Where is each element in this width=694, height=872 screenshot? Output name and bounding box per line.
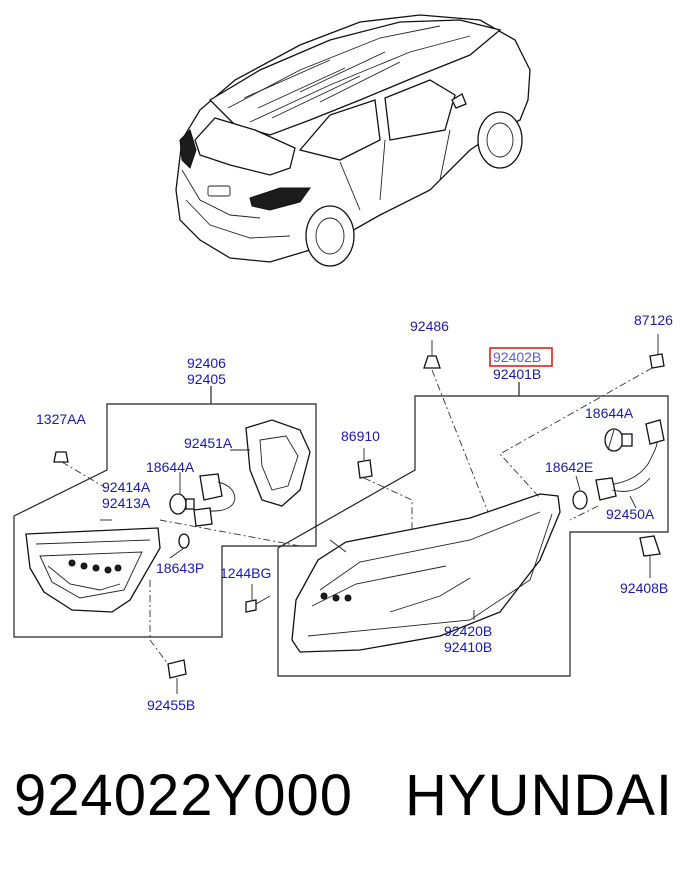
label-92414A[interactable]: 92414A <box>102 479 151 495</box>
brand-caption: HYUNDAI <box>405 763 674 828</box>
label-18644A-right[interactable]: 18644A <box>585 405 634 421</box>
label-18642E[interactable]: 18642E <box>545 459 593 475</box>
label-87126[interactable]: 87126 <box>634 312 673 328</box>
label-92406[interactable]: 92406 <box>187 355 226 371</box>
inner-lamp-group <box>13 386 317 694</box>
vehicle-illustration <box>175 14 531 267</box>
caption-bar: 924022Y000 HYUNDAI <box>14 762 673 829</box>
label-92410B[interactable]: 92410B <box>444 639 492 655</box>
label-86910[interactable]: 86910 <box>341 428 380 444</box>
label-92402B[interactable]: 92402B <box>493 349 541 365</box>
label-92486[interactable]: 92486 <box>410 318 449 334</box>
outer-lamp-led-strip <box>320 592 352 602</box>
outer-lamp-group <box>277 334 669 677</box>
label-92455B[interactable]: 92455B <box>147 697 195 713</box>
label-92413A[interactable]: 92413A <box>102 495 151 511</box>
label-92451A[interactable]: 92451A <box>184 435 233 451</box>
label-18643P[interactable]: 18643P <box>156 560 204 576</box>
inner-lamp-led-strip <box>68 559 122 574</box>
label-92408B[interactable]: 92408B <box>620 580 668 596</box>
highlight-frame <box>489 347 553 367</box>
label-92420B[interactable]: 92420B <box>444 623 492 639</box>
label-92405[interactable]: 92405 <box>187 371 226 387</box>
label-18644A-left[interactable]: 18644A <box>146 459 195 475</box>
part-number-caption: 924022Y000 <box>14 763 353 828</box>
label-92401B[interactable]: 92401B <box>493 366 541 382</box>
part-labels: 92406 92405 1327AA 92451A 18644A 92414A … <box>36 312 673 713</box>
label-1244BG[interactable]: 1244BG <box>220 565 271 581</box>
label-92450A[interactable]: 92450A <box>606 506 655 522</box>
label-1327AA[interactable]: 1327AA <box>36 411 86 427</box>
